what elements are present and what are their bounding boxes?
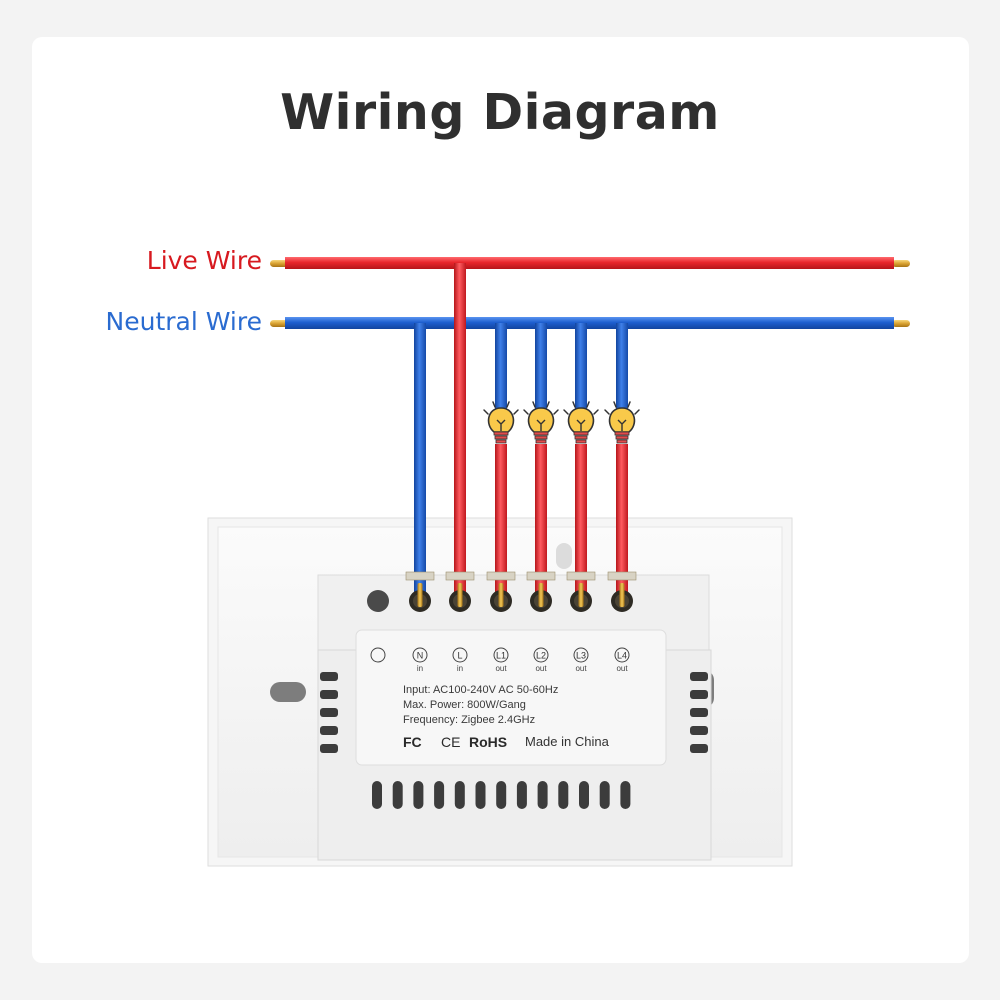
terminal-direction: out [535,664,547,673]
vent-slot [690,672,708,681]
screw-terminal [607,571,637,612]
vents-right [690,672,708,753]
live-drop-wire [454,263,466,595]
terminal-label-l1: L1 out [493,647,509,673]
terminal-label-l4: L4 out [614,647,630,673]
vent-slot [690,726,708,735]
terminal-letter: L2 [536,651,546,661]
vent-slot [558,781,569,809]
light-bulb-icon [604,401,640,444]
mounting-slot-top [556,543,572,569]
vent-slot [579,781,589,809]
screw-terminal [405,571,435,612]
reset-marker [370,647,386,663]
fcc-logo: FC [403,734,422,750]
ce-logo: CE [441,734,460,750]
light-bulb-icon [563,401,599,444]
lamp-neutral-wire [616,323,628,412]
page-title: Wiring Diagram [280,84,720,141]
spec-input: Input: AC100-240V AC 50-60Hz [403,684,558,696]
terminal-letter: L [457,651,462,661]
lamp-switched-wire [495,444,507,595]
vent-slot [454,781,465,809]
vent-slot [413,781,424,809]
terminal-letter: N [417,651,424,661]
spec-frequency: Frequency: Zigbee 2.4GHz [403,714,535,726]
neutral-wire [270,317,910,329]
lamp-neutral-wire [535,323,547,412]
rohs-logo: RoHS [469,734,507,750]
vent-slot [620,781,631,809]
vent-slot [690,708,708,717]
terminal-label-n: Nin [412,647,428,673]
vent-slot [320,690,338,699]
live-wire [270,257,910,269]
switch-module [317,574,712,861]
vent-slot [320,708,338,717]
spec-label-panel [355,629,667,766]
neutral-wire-tip-left [270,320,288,327]
vents-left [320,672,338,753]
light-bulb-icon [523,401,559,444]
lamp-switched-wire [575,444,587,595]
terminal-letter: L3 [576,651,586,661]
screw-terminal [486,571,516,612]
terminal-label-l2: L2 out [533,647,549,673]
neutral-wire-tip-right [892,320,910,327]
vent-slot [496,781,507,809]
light-bulb-icon [483,401,519,444]
vent-slot [475,781,486,809]
vent-slot [690,744,708,753]
vent-slot [690,690,708,699]
reset-hole [367,590,389,612]
terminal-direction: out [495,664,507,673]
terminal-label-l: Lin [452,647,468,673]
terminal-direction: out [616,664,628,673]
lamp-switched-wire [616,444,628,595]
terminal-direction: in [417,664,423,673]
neutral-drop-wire [414,323,426,595]
vent-slot [392,781,403,809]
terminal-label-l3: L3 out [573,647,589,673]
live-wire-tip-left [270,260,288,267]
vent-slot [516,781,527,809]
terminal-direction: in [457,664,463,673]
vent-slot [320,744,338,753]
vents-bottom [372,781,631,809]
lamp-switched-wire [535,444,547,595]
lamp-neutral-wire [495,323,507,412]
terminal-direction: out [575,664,587,673]
screw-terminal [445,571,475,612]
screw-terminal [566,571,596,612]
neutral-wire-label: Neutral Wire [105,307,262,336]
vent-slot [434,781,445,809]
live-wire-label: Live Wire [146,246,262,275]
live-wire-tip-right [892,260,910,267]
lamp-neutral-wire [575,323,587,412]
spec-max-power: Max. Power: 800W/Gang [403,699,526,711]
vent-slot [372,781,382,809]
screw-terminal [526,571,556,612]
vent-slot [320,726,338,735]
vent-slot [599,781,610,809]
vent-slot [320,672,338,681]
terminal-letter: L4 [617,651,627,661]
mounting-slot-left [270,682,306,702]
made-in-label: Made in China [525,734,610,749]
terminal-letter: L1 [496,651,506,661]
vent-slot [537,781,548,809]
